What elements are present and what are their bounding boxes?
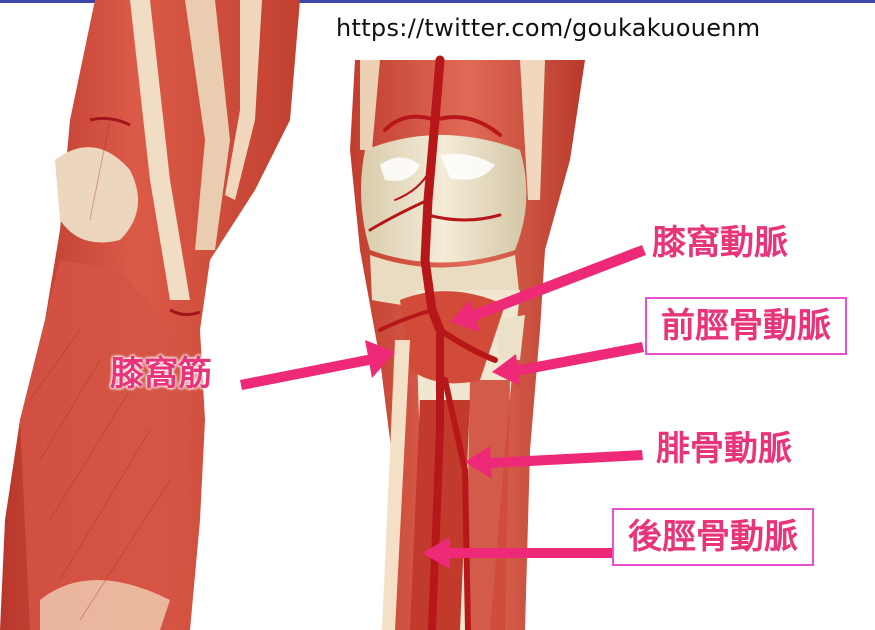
- label-posterior-tibial-artery: 後脛骨動脈: [612, 508, 814, 566]
- source-url: https://twitter.com/goukakuouenm: [332, 14, 765, 42]
- arrow-popliteus-muscle: [240, 340, 395, 390]
- label-popliteus-muscle: 膝窩筋: [110, 357, 212, 391]
- left-leg: [0, 0, 300, 630]
- label-anterior-tibial-artery: 前脛骨動脈: [645, 297, 847, 355]
- label-popliteal-artery: 膝窩動脈: [652, 226, 788, 260]
- label-fibular-artery: 腓骨動脈: [656, 432, 792, 466]
- right-leg: [350, 60, 585, 630]
